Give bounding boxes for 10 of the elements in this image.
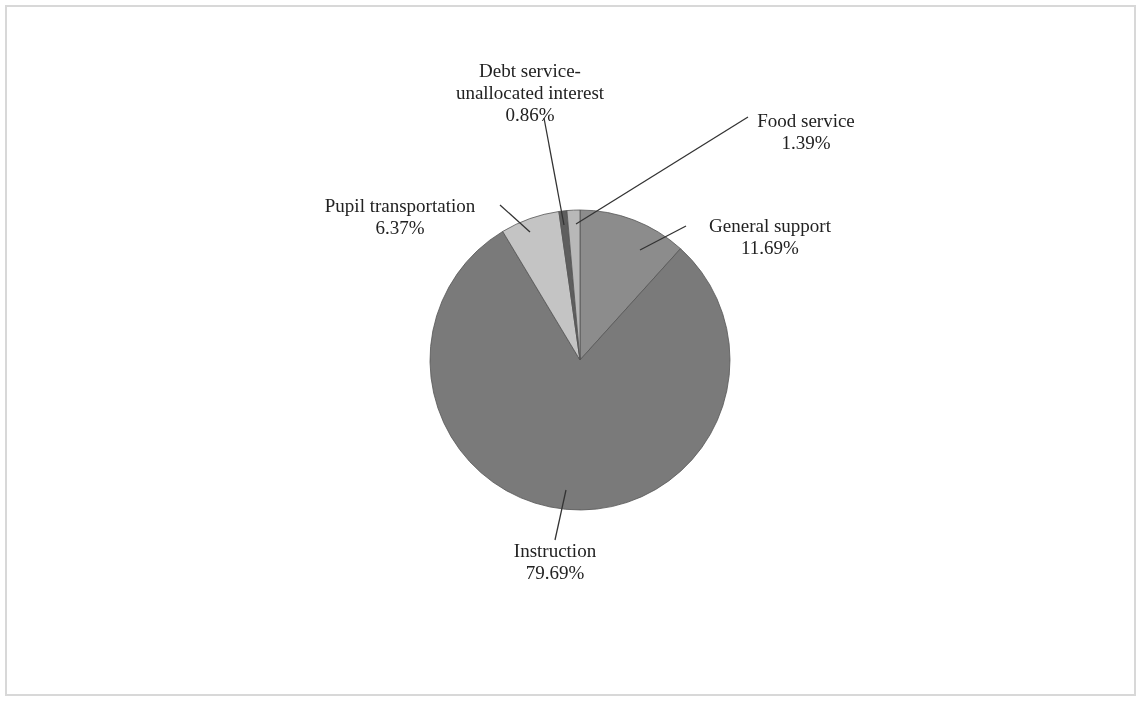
value-label: 1.39% bbox=[780, 132, 832, 154]
category-label: General support bbox=[708, 215, 832, 237]
category-label: Debt service-unallocated interest bbox=[455, 60, 605, 104]
value-label: 11.69% bbox=[740, 237, 800, 259]
category-label: Pupil transportation bbox=[323, 195, 477, 217]
category-label: Instruction bbox=[512, 540, 598, 562]
value-label: 79.69% bbox=[524, 562, 586, 584]
category-label: Food service bbox=[756, 110, 856, 132]
value-label: 0.86% bbox=[504, 104, 556, 126]
value-label: 6.37% bbox=[374, 217, 426, 239]
